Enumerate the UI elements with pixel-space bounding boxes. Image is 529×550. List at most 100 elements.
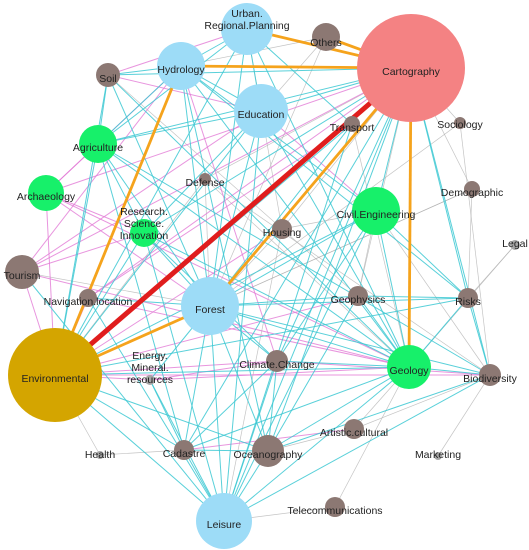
edge-transport-leisure: [223, 123, 353, 522]
node-label-cadastre: Cadastre: [163, 448, 206, 460]
node-label-urban: Urban.Regional.Planning: [204, 8, 289, 32]
node-leisure[interactable]: [196, 493, 252, 549]
node-research[interactable]: [130, 219, 158, 247]
node-urban[interactable]: [221, 3, 273, 55]
edge-hydrology-oceanography: [180, 65, 269, 452]
node-biodiversity[interactable]: [479, 364, 501, 386]
edge-geophysics-oceanography: [267, 295, 359, 452]
node-health[interactable]: [96, 451, 104, 459]
edge-geology-environmental: [54, 366, 410, 376]
node-risks[interactable]: [458, 288, 478, 308]
node-archaeology[interactable]: [28, 175, 64, 211]
nodes-layer: [5, 3, 520, 549]
node-label-soil: Soil: [99, 73, 117, 85]
edge-climate-leisure: [223, 360, 278, 522]
edge-cartography-oceanography: [267, 67, 412, 452]
node-geology[interactable]: [387, 345, 431, 389]
edge-geology-energy: [149, 366, 410, 381]
node-others[interactable]: [312, 23, 340, 51]
edge-hydrology-climate: [180, 65, 278, 362]
node-energy[interactable]: [145, 375, 155, 385]
node-demographic[interactable]: [464, 181, 480, 197]
edge-education-forest: [209, 110, 262, 307]
node-education[interactable]: [234, 84, 288, 138]
edge-forest-risks: [209, 297, 469, 307]
node-tourism[interactable]: [5, 255, 39, 289]
node-geophysics[interactable]: [348, 286, 368, 306]
node-label-telecom: Telecommunications: [287, 505, 382, 517]
edge-demographic-risks: [467, 188, 473, 299]
edge-cartography-archaeology: [45, 67, 412, 194]
edge-biodiversity-leisure: [223, 374, 491, 522]
node-civil[interactable]: [352, 187, 400, 235]
edge-demographic-forest: [209, 188, 473, 307]
edge-forest-biodiversity: [209, 305, 491, 376]
edge-climate-cadastre: [183, 360, 278, 451]
node-transport[interactable]: [344, 116, 360, 132]
node-soil[interactable]: [96, 63, 120, 87]
node-label-forest: Forest: [195, 304, 225, 316]
edge-geology-oceanography: [267, 366, 410, 452]
edge-geophysics-risks: [357, 295, 469, 299]
node-artistic[interactable]: [344, 419, 364, 439]
edge-geology-cadastre: [183, 366, 410, 451]
node-hydrology[interactable]: [157, 42, 205, 90]
edge-civil-biodiversity: [375, 210, 491, 376]
node-telecom[interactable]: [325, 497, 345, 517]
edge-transport-forest: [209, 123, 353, 307]
edge-biodiversity-marketing: [437, 374, 491, 457]
edge-archaeology-geology: [45, 192, 410, 368]
node-label-agriculture: Agriculture: [73, 142, 123, 154]
node-label-demographic: Demographic: [441, 187, 503, 199]
edge-hydrology-risks: [180, 65, 469, 299]
node-label-research: Research.Science.Innovation: [120, 206, 169, 242]
edge-geology-climate: [276, 360, 410, 368]
node-marketing[interactable]: [434, 452, 442, 460]
node-legal[interactable]: [510, 240, 520, 250]
edge-education-environmental: [54, 110, 262, 376]
edge-environmental-risks: [54, 297, 469, 376]
node-label-cartography: Cartography: [382, 66, 441, 78]
edge-climate-energy: [149, 360, 278, 381]
node-cartography[interactable]: [357, 14, 465, 122]
edge-tourism-forest: [21, 271, 211, 307]
node-oceanography[interactable]: [252, 435, 284, 467]
edge-soil-geophysics: [107, 74, 359, 297]
node-label-sociology: Sociology: [437, 119, 483, 131]
node-sociology[interactable]: [454, 117, 466, 129]
node-housing[interactable]: [272, 219, 292, 239]
edge-civil-leisure: [223, 210, 377, 522]
node-forest[interactable]: [181, 277, 239, 335]
node-navigation[interactable]: [79, 289, 97, 307]
edge-sociology-biodiversity: [459, 122, 491, 376]
edge-geology-civil: [375, 210, 410, 368]
edge-education-geology: [260, 110, 410, 368]
edge-cartography-navigation: [87, 67, 412, 299]
edge-hydrology-geology: [180, 65, 410, 368]
edge-hydrology-forest: [180, 65, 211, 307]
edge-agriculture-cadastre: [97, 143, 185, 451]
node-label-energy: Energy.Mineral.resources: [127, 350, 173, 386]
node-climate[interactable]: [266, 350, 288, 372]
node-label-risks: Risks: [455, 296, 481, 308]
node-label-health: Health: [85, 449, 116, 461]
node-defense[interactable]: [199, 173, 211, 185]
node-agriculture[interactable]: [79, 125, 117, 163]
node-cadastre[interactable]: [174, 440, 194, 460]
edge-cartography-cadastre: [183, 67, 412, 451]
node-label-defense: Defense: [185, 177, 224, 189]
edge-navigation-leisure: [87, 297, 225, 522]
node-environmental[interactable]: [8, 328, 102, 422]
node-label-geophysics: Geophysics: [331, 294, 386, 306]
edge-transport-navigation: [87, 123, 353, 299]
node-label-artistic: Artistic.cultural: [320, 427, 388, 439]
node-label-others: Others: [310, 37, 342, 49]
edge-civil-climate: [276, 210, 377, 362]
node-label-biodiversity: Biodiversity: [463, 373, 517, 385]
edge-education-research: [143, 110, 262, 234]
edge-transport-geology: [351, 123, 410, 368]
edge-health-cadastre: [99, 449, 185, 456]
node-label-oceanography: Oceanography: [234, 449, 304, 461]
